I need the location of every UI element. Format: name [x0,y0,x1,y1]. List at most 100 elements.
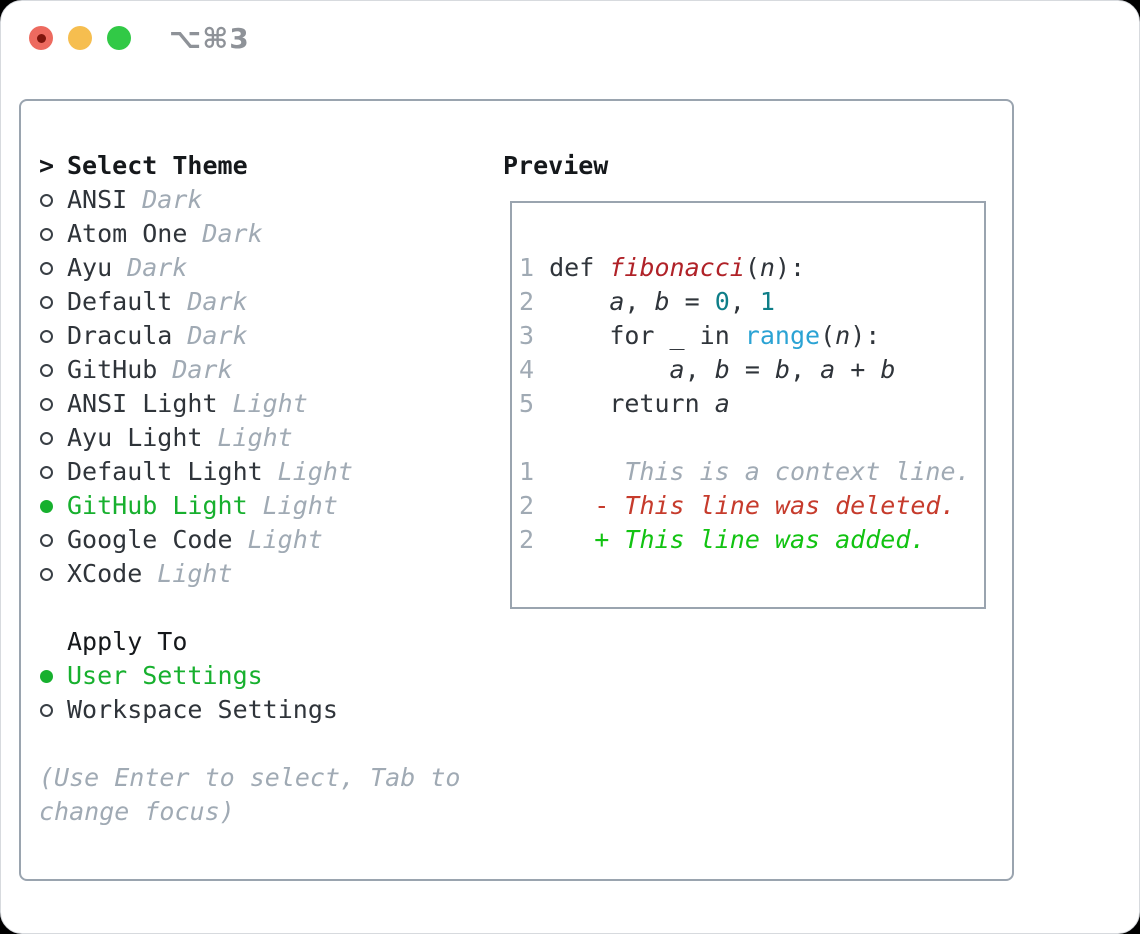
theme-option[interactable]: Ayu Dark [39,251,489,285]
radio-icon [40,465,53,479]
line-number: 1 [519,253,535,282]
radio-icon [40,533,53,547]
select-theme-header: > Select Theme [39,149,489,183]
theme-option[interactable]: Dracula Dark [39,319,489,353]
radio-cell [39,669,67,683]
theme-variant: Light [232,389,308,418]
line-number: 2 [519,525,535,554]
theme-name: Dracula [67,321,173,350]
radio-icon [40,261,53,275]
theme-option[interactable]: Default Light Light [39,455,489,489]
theme-name: Default Light [67,457,263,486]
radio-cell [39,261,67,275]
theme-option[interactable]: ANSI Dark [39,183,489,217]
radio-selected-icon [40,499,53,513]
radio-cell [39,499,67,513]
apply-to-title: Apply To [67,627,188,656]
theme-variant: Dark [187,321,248,350]
theme-name: XCode [67,559,143,588]
theme-variant: Light [217,423,293,452]
select-theme-title: Select Theme [67,151,248,180]
theme-option[interactable]: GitHub Light Light [39,489,489,523]
theme-option[interactable]: GitHub Dark [39,353,489,387]
theme-option[interactable]: XCode Light [39,557,489,591]
theme-variant: Light [277,457,353,486]
line-number: 5 [519,389,535,418]
traffic-lights [29,26,131,50]
code-line: 5 return a [519,389,730,418]
radio-icon [40,703,53,717]
radio-cell [39,227,67,241]
radio-icon [40,295,53,309]
radio-cell [39,329,67,343]
theme-variant: Dark [172,355,233,384]
theme-variant: Light [262,491,338,520]
deleted-marker-icon: - [594,491,610,520]
window-title: ⌥⌘3 [169,21,250,55]
apply-option[interactable]: Workspace Settings [39,693,489,727]
theme-name: Default [67,287,173,316]
code-line: 4 a, b = b, a + b [519,355,896,384]
code-line: 3 for _ in range(n): [519,321,881,350]
diff-line: 2 + This line was added. [519,523,984,557]
apply-to-header: Apply To [39,625,489,659]
theme-name: ANSI [67,185,128,214]
radio-icon [40,397,53,411]
theme-variant: Light [157,559,233,588]
theme-variant: Light [247,525,323,554]
hint-line-1: (Use Enter to select, Tab to [39,763,461,792]
radio-icon [40,431,53,445]
theme-variant: Dark [202,219,263,248]
theme-name: Ayu Light [67,423,203,452]
line-number: 3 [519,321,535,350]
theme-option[interactable]: Atom One Dark [39,217,489,251]
code-line: 2 a, b = 0, 1 [519,287,775,316]
theme-variant: Dark [127,253,188,282]
diff-text: This line was deleted. [624,491,956,520]
line-number: 2 [519,491,535,520]
titlebar: ⌥⌘3 [1,1,1139,75]
apply-option[interactable]: User Settings [39,659,489,693]
theme-name: Atom One [67,219,188,248]
radio-icon [40,193,53,207]
hint-text: (Use Enter to select, Tab to change focu… [39,761,489,829]
minimize-button[interactable] [68,26,92,50]
radio-cell [39,465,67,479]
radio-icon [40,567,53,581]
zoom-button[interactable] [107,26,131,50]
theme-variant: Dark [187,287,248,316]
diff-block: 1 This is a context line.2 - This line w… [519,455,984,557]
close-button[interactable] [29,26,53,50]
apply-option-label: User Settings [67,661,263,690]
theme-option[interactable]: Default Dark [39,285,489,319]
theme-option[interactable]: ANSI Light Light [39,387,489,421]
radio-cell [39,533,67,547]
apply-option-label: Workspace Settings [67,695,338,724]
theme-variant: Dark [142,185,203,214]
theme-name: GitHub Light [67,491,248,520]
radio-selected-icon [40,669,53,683]
hint-line-2: change focus) [39,797,235,826]
line-number: 2 [519,287,535,316]
close-dot-icon [36,33,46,43]
theme-name: GitHub [67,355,158,384]
theme-option[interactable]: Ayu Light Light [39,421,489,455]
line-number: 4 [519,355,535,384]
radio-cell [39,567,67,581]
theme-name: Ayu [67,253,113,282]
radio-icon [40,329,53,343]
radio-cell [39,397,67,411]
theme-name: ANSI Light [67,389,218,418]
radio-cell [39,295,67,309]
diff-text: This line was added. [624,525,926,554]
